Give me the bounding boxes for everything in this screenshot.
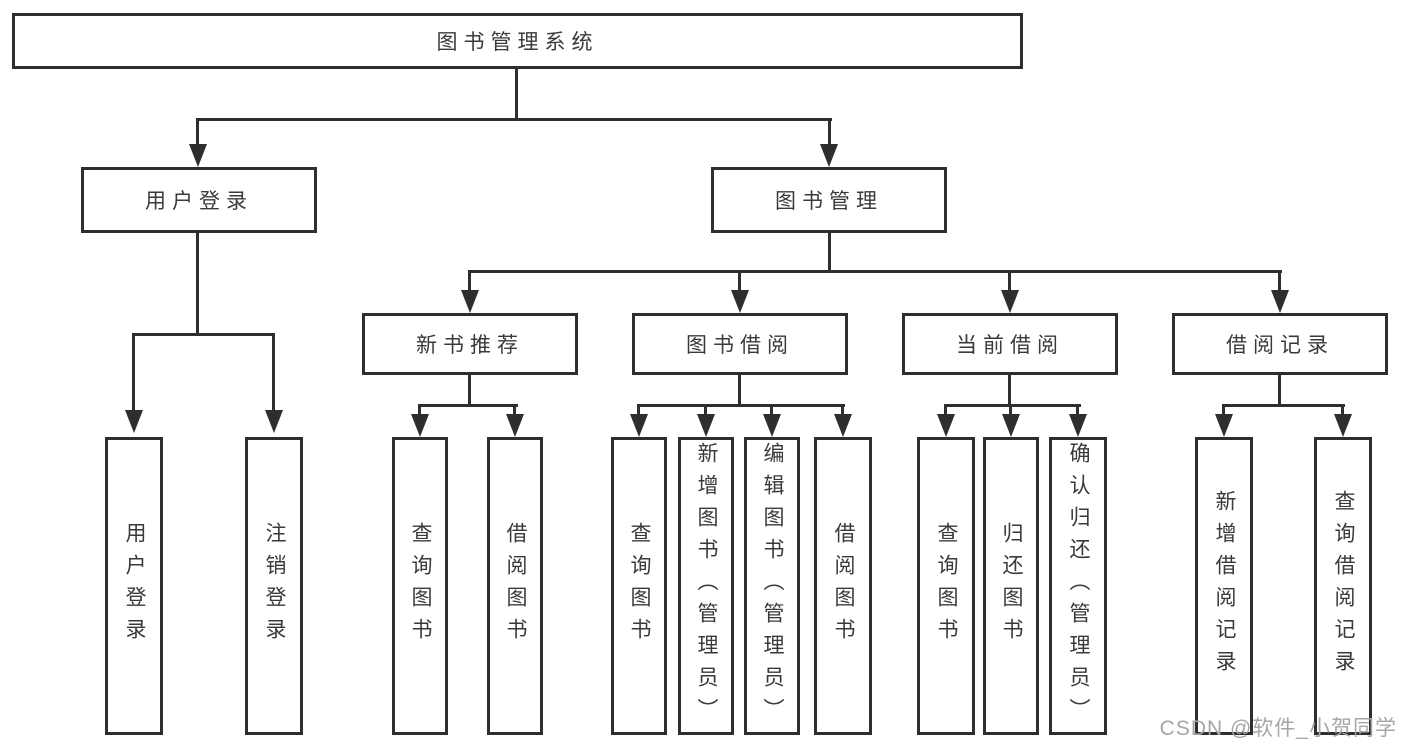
connector-line	[1008, 270, 1011, 292]
connector-line	[132, 333, 135, 412]
leaf-query-books-current: 查询图书	[917, 437, 975, 735]
leaf-borrow-books-recommend: 借阅图书	[487, 437, 543, 735]
node-book-borrow: 图书借阅	[632, 313, 848, 375]
leaf-add-book-admin: 新增图书（管理员）	[678, 437, 734, 735]
connector-arrow-down	[834, 414, 852, 437]
connector-line	[1008, 374, 1011, 407]
connector-arrow-down	[731, 290, 749, 313]
connector-line	[738, 270, 741, 292]
node-book-management: 图书管理	[711, 167, 947, 233]
leaf-user-login: 用户登录	[105, 437, 163, 735]
connector-line	[738, 374, 741, 407]
leaf-confirm-return-admin: 确认归还（管理员）	[1049, 437, 1107, 735]
connector-line	[1341, 404, 1344, 416]
connector-line	[944, 404, 1081, 407]
connector-line	[944, 404, 947, 416]
node-current-borrow: 当前借阅	[902, 313, 1118, 375]
leaf-add-borrow-record: 新增借阅记录	[1195, 437, 1253, 735]
connector-line	[1222, 404, 1345, 407]
connector-line	[196, 118, 199, 146]
connector-line	[770, 404, 773, 416]
connector-arrow-down	[1002, 414, 1020, 437]
connector-line	[828, 232, 831, 273]
leaf-edit-book-admin: 编辑图书（管理员）	[744, 437, 800, 735]
connector-arrow-down	[461, 290, 479, 313]
connector-arrow-down	[125, 410, 143, 433]
connector-line	[841, 404, 844, 416]
connector-line	[272, 333, 275, 412]
connector-line	[515, 68, 518, 121]
connector-line	[418, 404, 518, 407]
connector-arrow-down	[1001, 290, 1019, 313]
connector-line	[828, 118, 831, 146]
connector-arrow-down	[265, 410, 283, 433]
connector-arrow-down	[820, 144, 838, 167]
connector-line	[132, 333, 275, 336]
connector-line	[637, 404, 640, 416]
leaf-return-book: 归还图书	[983, 437, 1039, 735]
connector-line	[1278, 270, 1281, 292]
connector-line	[1222, 404, 1225, 416]
connector-line	[1278, 374, 1281, 407]
connector-line	[513, 404, 516, 416]
leaf-query-books-borrow: 查询图书	[611, 437, 667, 735]
connector-arrow-down	[1334, 414, 1352, 437]
connector-line	[1009, 404, 1012, 416]
connector-arrow-down	[937, 414, 955, 437]
connector-line	[418, 404, 421, 416]
csdn-watermark: CSDN @软件_小贺同学	[1159, 717, 1397, 740]
connector-arrow-down	[411, 414, 429, 437]
connector-line	[468, 270, 471, 292]
connector-arrow-down	[189, 144, 207, 167]
connector-line	[196, 232, 199, 336]
leaf-query-borrow-record: 查询借阅记录	[1314, 437, 1372, 735]
node-user-login: 用户登录	[81, 167, 317, 233]
connector-line	[1076, 404, 1079, 416]
connector-arrow-down	[1215, 414, 1233, 437]
connector-arrow-down	[763, 414, 781, 437]
connector-line	[637, 404, 845, 407]
node-borrow-records: 借阅记录	[1172, 313, 1388, 375]
connector-arrow-down	[1271, 290, 1289, 313]
node-new-book-recommend: 新书推荐	[362, 313, 578, 375]
leaf-query-books-recommend: 查询图书	[392, 437, 448, 735]
connector-line	[468, 270, 1282, 273]
connector-arrow-down	[697, 414, 715, 437]
connector-arrow-down	[630, 414, 648, 437]
leaf-borrow-books: 借阅图书	[814, 437, 872, 735]
connector-arrow-down	[506, 414, 524, 437]
leaf-logout: 注销登录	[245, 437, 303, 735]
connector-line	[704, 404, 707, 416]
node-library-system: 图书管理系统	[12, 13, 1023, 69]
connector-arrow-down	[1069, 414, 1087, 437]
connector-line	[468, 374, 471, 407]
connector-line	[196, 118, 832, 121]
